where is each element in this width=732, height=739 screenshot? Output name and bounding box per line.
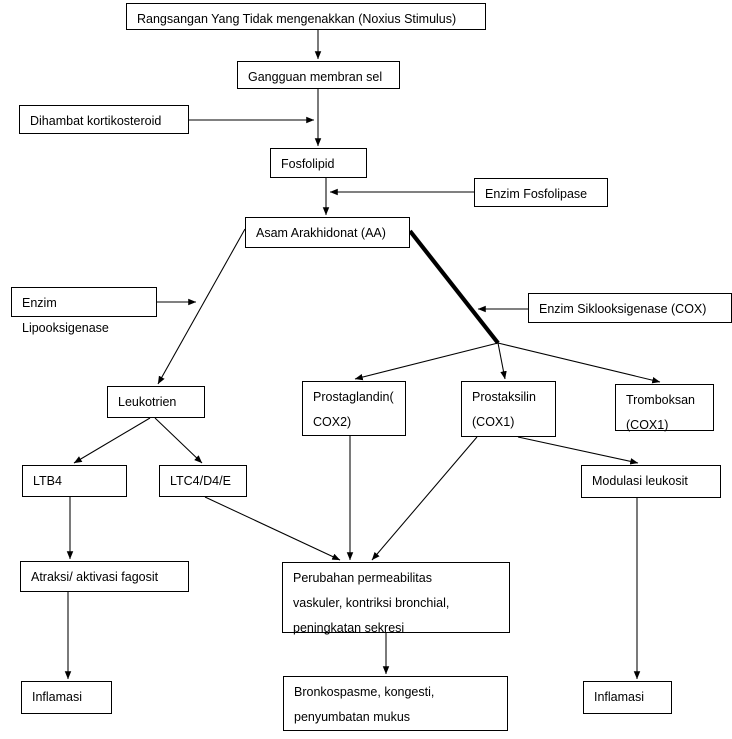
node-inflamasi-kiri[interactable]: Inflamasi xyxy=(21,681,112,714)
node-inflamasi-kanan[interactable]: Inflamasi xyxy=(583,681,672,714)
edge-leukotrien-to-ltb4 xyxy=(73,417,151,464)
node-siklooksigenase[interactable]: Enzim Siklooksigenase (COX) xyxy=(528,293,732,323)
edge-branch-to-prostaksilin xyxy=(497,342,507,380)
edge-ltc4-to-perubahan xyxy=(204,496,341,561)
node-kortikosteroid[interactable]: Dihambat kortikosteroid xyxy=(19,105,189,134)
node-asam[interactable]: Asam Arakhidonat (AA) xyxy=(245,217,410,248)
edge-leukotrien-to-ltc4 xyxy=(154,417,203,464)
node-bronkospasme[interactable]: Bronkospasme, kongesti, penyumbatan muku… xyxy=(283,676,508,731)
node-noxius[interactable]: Rangsangan Yang Tidak mengenakkan (Noxiu… xyxy=(126,3,486,30)
edge-branch-to-tromboksan xyxy=(497,342,661,384)
node-prostaglandin[interactable]: Prostaglandin( COX2) xyxy=(302,381,406,436)
node-ltb4[interactable]: LTB4 xyxy=(22,465,127,497)
edge-asam-to-leukotrien xyxy=(157,228,246,385)
node-tromboksan[interactable]: Tromboksan (COX1) xyxy=(615,384,714,432)
node-ltc4[interactable]: LTC4/D4/E xyxy=(159,465,247,497)
edge-prostaksilin-to-perubahan xyxy=(371,436,478,561)
node-leukotrien[interactable]: Leukotrien xyxy=(107,386,205,418)
node-prostaksilin[interactable]: Prostaksilin (COX1) xyxy=(461,381,556,437)
node-lipooksigenase[interactable]: Enzim Lipooksigenase xyxy=(11,287,157,335)
node-fosfolipid[interactable]: Fosfolipid xyxy=(270,148,367,178)
edge-branch-to-prostaglandin xyxy=(354,342,499,381)
node-modulasi[interactable]: Modulasi leukosit xyxy=(581,465,721,498)
edge-asam-to-branchpoint xyxy=(408,229,500,345)
node-perubahan[interactable]: Perubahan permeabilitas vaskuler, kontri… xyxy=(282,562,510,635)
node-atraksi[interactable]: Atraksi/ aktivasi fagosit xyxy=(20,561,189,592)
node-gangguan[interactable]: Gangguan membran sel xyxy=(237,61,400,89)
edges-group xyxy=(64,30,661,680)
edge-prostaksilin-to-modulasi xyxy=(517,436,639,465)
node-fosfolipase[interactable]: Enzim Fosfolipase xyxy=(474,178,608,207)
